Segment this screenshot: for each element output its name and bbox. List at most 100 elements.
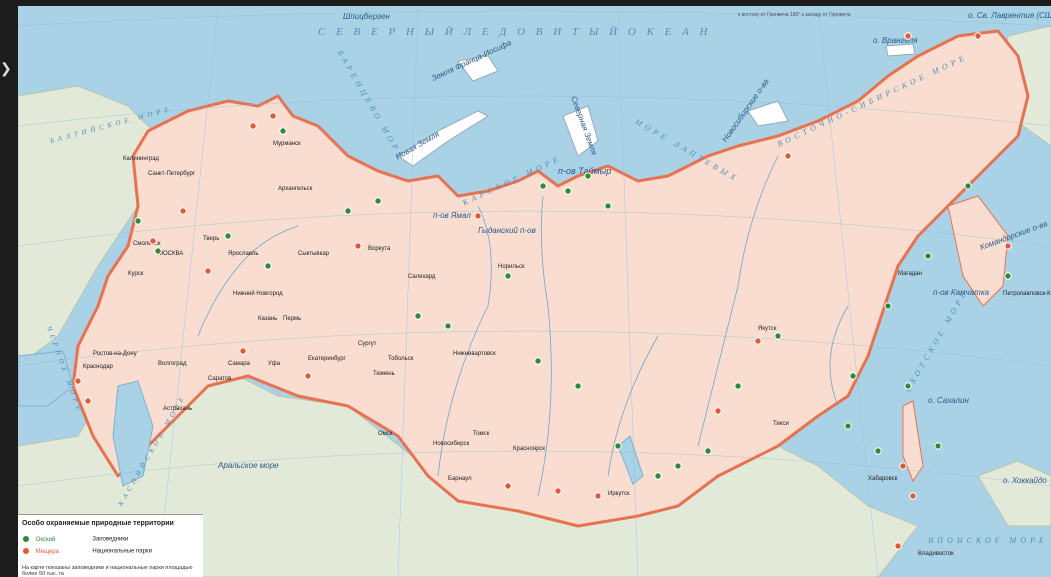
park-marker-icon <box>504 482 512 490</box>
city-label: Иркутск <box>608 491 630 497</box>
city-label: Нижний Новгород <box>233 291 283 297</box>
wrangel-label: о. Врангеля <box>873 36 918 45</box>
rivers <box>197 155 849 497</box>
park-marker-icon <box>904 32 912 40</box>
sakhalin <box>902 400 924 483</box>
park-marker-icon <box>84 397 92 405</box>
aral-sea-label: Аральское море <box>218 461 279 470</box>
park-marker-icon <box>594 492 602 500</box>
reserve-marker-icon <box>564 187 572 195</box>
hokkaido <box>977 460 1051 527</box>
kamchatka-label: п-ов Камчатка <box>933 288 990 297</box>
reserve-marker-icon <box>574 382 582 390</box>
city-label: Тюмень <box>373 371 395 377</box>
park-marker-icon <box>1004 242 1012 250</box>
reserve-marker-icon <box>874 447 882 455</box>
japan-sea-label: ЯПОНСКОЕ МОРЕ <box>928 536 1048 545</box>
city-label: Новосибирск <box>433 441 470 447</box>
city-label: Тикси <box>773 421 789 427</box>
chevron-icon[interactable]: ❯ <box>0 60 12 76</box>
neighbor-land-south <box>18 365 919 577</box>
city-label: Магадан <box>898 271 922 277</box>
reserve-marker-icon <box>374 197 382 205</box>
park-marker-icon <box>249 122 257 130</box>
franz-josef-land <box>457 55 499 82</box>
city-label: Ярославль <box>228 251 259 257</box>
reserve-marker-icon <box>584 172 592 180</box>
park-marker-icon <box>74 377 82 385</box>
kamchatka <box>947 195 1009 307</box>
park-marker-icon <box>22 547 30 555</box>
city-label: Томск <box>473 431 490 437</box>
park-marker-icon <box>149 237 157 245</box>
city-label: Мурманск <box>273 141 301 147</box>
city-label: Норильск <box>498 264 525 270</box>
park-marker-icon <box>354 242 362 250</box>
park-marker-icon <box>239 347 247 355</box>
city-label: Салехард <box>408 274 436 280</box>
sakhalin-label: о. Сахалин <box>928 396 969 405</box>
legend-title: Особо охраняемые природные территории <box>22 520 174 527</box>
reserve-marker-icon <box>414 312 422 320</box>
city-label: Ростов-на-Дону <box>93 351 137 357</box>
city-label: Астрахань <box>163 406 193 412</box>
greenwich-note: к востоку от Гринвича 180° к западу от Г… <box>738 12 851 18</box>
legend-row-parks: Мещера Национальные парки <box>22 547 152 555</box>
graticule <box>18 6 1051 577</box>
reserve-marker-icon <box>264 262 272 270</box>
reserve-marker-icon <box>704 447 712 455</box>
novaya-zemlya <box>397 110 490 167</box>
legend-note: На карте показаны заповедники и национал… <box>22 565 193 577</box>
reserve-marker-icon <box>924 252 932 260</box>
reserve-marker-icon <box>22 535 30 543</box>
reserve-marker-icon <box>654 472 662 480</box>
spitsbergen-label: Шпицберген <box>343 12 390 21</box>
st-lawrence-label: о. Св. Лаврентия (США) <box>968 11 1051 20</box>
reserve-marker-icon <box>344 207 352 215</box>
park-marker-icon <box>784 152 792 160</box>
city-label: Владивосток <box>918 551 954 557</box>
legend: Особо охраняемые природные территории Ок… <box>18 514 203 577</box>
city-label: Нижневартовск <box>453 351 496 357</box>
city-label: Краснодар <box>83 364 113 370</box>
city-label: МОСКВА <box>158 251 184 257</box>
severnaya-zemlya <box>562 105 599 157</box>
reserve-marker-icon <box>849 372 857 380</box>
legend-reserves-label: Заповедники <box>92 536 129 543</box>
map-of-russia[interactable]: С Е В Е Р Н Ы Й Л Е Д О В И Т Ы Й О К Е … <box>18 6 1051 577</box>
legend-parks-example: Мещера <box>35 548 59 555</box>
hokkaido-label: о. Хоккайдо <box>1003 476 1047 485</box>
reserve-marker-icon <box>604 202 612 210</box>
park-marker-icon <box>554 487 562 495</box>
city-label: Самара <box>228 361 250 367</box>
lake-baikal <box>617 435 644 485</box>
city-label: Смоленск <box>133 241 161 247</box>
city-label: Курск <box>128 271 144 277</box>
city-label: Красноярск <box>513 446 546 452</box>
reserve-marker-icon <box>224 232 232 240</box>
park-marker-icon <box>179 207 187 215</box>
city-label: Пермь <box>283 316 302 322</box>
reserve-marker-icon <box>734 382 742 390</box>
city-label: Тверь <box>203 236 220 242</box>
park-marker-icon <box>474 212 482 220</box>
city-label: Петропавловск-Камчатский <box>1003 291 1051 297</box>
city-label: Якутск <box>758 326 777 332</box>
city-label: Омск <box>378 431 393 437</box>
reserve-marker-icon <box>134 217 142 225</box>
city-label: Саратов <box>208 376 232 382</box>
caspian-sea <box>112 380 154 487</box>
reserve-marker-icon <box>614 442 622 450</box>
park-marker-icon <box>899 462 907 470</box>
wrangel-island <box>885 43 916 57</box>
park-marker-icon <box>909 492 917 500</box>
protected-areas-layer <box>74 32 1012 550</box>
city-label: Хабаровск <box>868 476 898 482</box>
reserve-marker-icon <box>279 127 287 135</box>
city-label: Санкт-Петербург <box>148 171 196 177</box>
reserve-marker-icon <box>934 442 942 450</box>
city-label: Сургут <box>358 341 377 347</box>
reserve-marker-icon <box>539 182 547 190</box>
park-marker-icon <box>894 542 902 550</box>
city-label: Архангельск <box>278 186 313 192</box>
